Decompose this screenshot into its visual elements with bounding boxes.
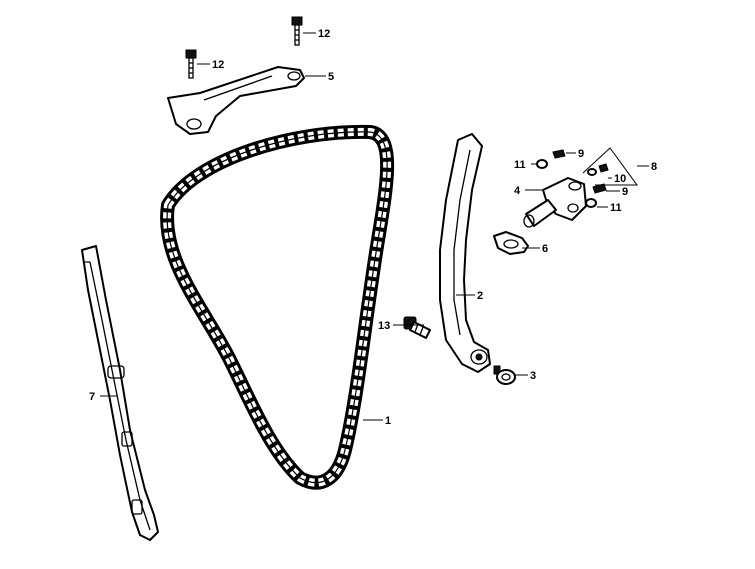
tensioner-body-part-4 bbox=[523, 177, 587, 228]
callout-9-upper: 9 bbox=[578, 148, 584, 160]
callout-5: 5 bbox=[328, 71, 334, 83]
seal-part-10 bbox=[587, 163, 609, 176]
callout-8: 8 bbox=[651, 161, 657, 173]
callout-1: 1 bbox=[385, 415, 391, 427]
callout-13: 13 bbox=[378, 320, 390, 332]
callout-9-lower: 9 bbox=[622, 186, 628, 198]
callout-7: 7 bbox=[89, 391, 95, 403]
callout-2: 2 bbox=[477, 290, 483, 302]
callout-3: 3 bbox=[530, 370, 536, 382]
callout-6: 6 bbox=[542, 243, 548, 255]
timing-chain-part-1 bbox=[160, 124, 395, 490]
callout-10: 10 bbox=[614, 173, 626, 185]
washer-part-11-lower bbox=[585, 198, 597, 208]
bolt-part-12-upper bbox=[291, 16, 303, 46]
chain-guide-part-7 bbox=[81, 245, 159, 541]
washer-part-11-upper bbox=[536, 159, 548, 169]
callout-4: 4 bbox=[514, 185, 521, 197]
callout-11-lower: 11 bbox=[610, 202, 622, 214]
bolt-part-12-lower bbox=[185, 49, 197, 79]
callout-12-upper: 12 bbox=[318, 28, 330, 40]
callout-11-upper: 11 bbox=[514, 159, 526, 171]
bolt-part-9-upper bbox=[552, 149, 566, 159]
bolt-part-3 bbox=[493, 365, 516, 385]
leader-lines bbox=[100, 32, 649, 421]
bracket-part-5 bbox=[167, 66, 305, 135]
tensioner-guide-part-2 bbox=[439, 133, 491, 373]
bolt-part-13 bbox=[403, 316, 431, 339]
callout-12-lower: 12 bbox=[212, 59, 224, 71]
gasket-part-6 bbox=[493, 231, 529, 255]
callout-labels: 12 12 5 1 2 3 13 6 4 7 9 11 10 9 11 8 bbox=[89, 28, 657, 427]
kit-bracket-part-8 bbox=[582, 147, 638, 186]
